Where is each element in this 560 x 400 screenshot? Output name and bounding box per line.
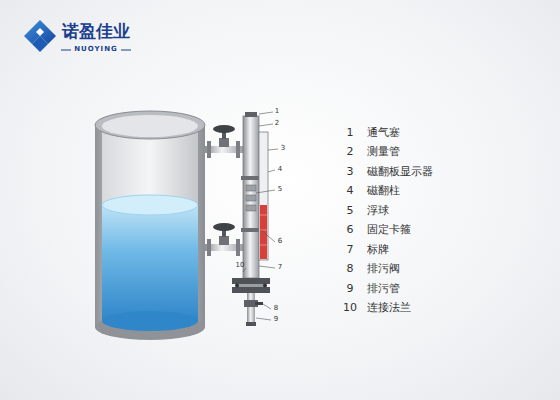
tank [102,115,198,137]
bottom-flange [232,278,270,293]
legend-text: 磁翻柱 [367,185,400,197]
float [246,205,256,211]
legend-text: 通气塞 [367,127,400,139]
measuring-tube [241,112,261,278]
drain-pipe [244,293,263,326]
legend-number: 10 [343,302,357,314]
logo-text: 诺盈佳业 [62,22,130,41]
float [246,185,256,191]
leader-line [259,124,273,126]
leader-line [261,230,275,242]
callout-number: 4 [278,166,282,174]
callout-number: 7 [278,264,282,272]
measuring-tube [245,112,257,117]
legend-number: 7 [347,244,354,256]
callout-number: 2 [275,120,279,128]
drain-pipe [247,293,255,323]
bottom-flange [232,278,270,284]
logo-rule [61,50,71,51]
legend-text: 排污阀 [367,263,400,275]
bottom-flange [263,284,267,288]
drain-pipe [255,302,263,305]
leader-line [256,190,275,193]
flap-display [260,215,267,216]
lower-connection [205,223,243,256]
lower-connection [219,236,229,245]
liquid [102,311,198,331]
leader-line [268,149,278,150]
measuring-tube [241,228,261,232]
upper-connection [205,125,243,158]
legend-number: 5 [347,205,354,217]
callout-number: 5 [278,186,282,194]
leader-line [263,304,271,309]
measuring-tube [241,176,261,180]
logo-icon [32,36,48,52]
tank [102,125,198,321]
legend-number: 4 [347,185,354,197]
callout-number: 10 [236,262,245,270]
lower-connection [207,239,211,256]
upper-connection [236,141,240,158]
legend-text: 固定卡箍 [367,224,411,236]
upper-connection [207,141,211,158]
legend-number: 3 [347,166,354,178]
callout-number: 9 [274,316,278,324]
leader-line [259,266,275,268]
callout-number: 3 [281,145,285,153]
lower-connection [213,223,235,231]
legend-text: 连接法兰 [367,302,411,314]
callout-number: 6 [278,238,282,246]
upper-connection [219,138,229,147]
legend-number: 8 [347,263,354,275]
legend-number: 1 [347,127,354,139]
logo-rule [121,50,131,51]
legend-text: 测量管 [367,146,400,158]
legend-number: 6 [347,224,354,236]
drain-pipe [246,322,256,326]
logo-icon [36,28,44,36]
liquid [102,205,198,321]
logo-icon [24,20,56,52]
liquid [102,195,198,215]
legend-text: 浮球 [367,205,389,217]
float [246,185,256,211]
upper-connection [213,125,235,133]
legend-text: 标牌 [367,244,389,256]
flap-display [259,132,268,260]
flap-display [259,132,268,260]
legend-text: 磁翻板显示器 [367,166,433,178]
legend-number: 2 [347,146,354,158]
leader-line [256,318,271,320]
callout-number: 8 [274,305,278,313]
leader-line [268,170,275,172]
liquid [102,195,198,331]
measuring-tube [243,116,259,278]
legend-text: 排污管 [367,283,400,295]
bottom-flange [232,287,270,293]
lower-connection [236,239,240,256]
tank [95,111,205,340]
bottom-flange [235,284,239,288]
tank [95,111,205,139]
flap-display [260,245,267,246]
tank [95,125,205,327]
legend-number: 9 [347,283,354,295]
callout-number: 1 [275,108,279,116]
logo-subtext: NUOYING [74,46,118,54]
bottom-flange [236,284,266,287]
leader-line [243,112,278,320]
leader-line [259,112,273,114]
float [246,195,256,201]
